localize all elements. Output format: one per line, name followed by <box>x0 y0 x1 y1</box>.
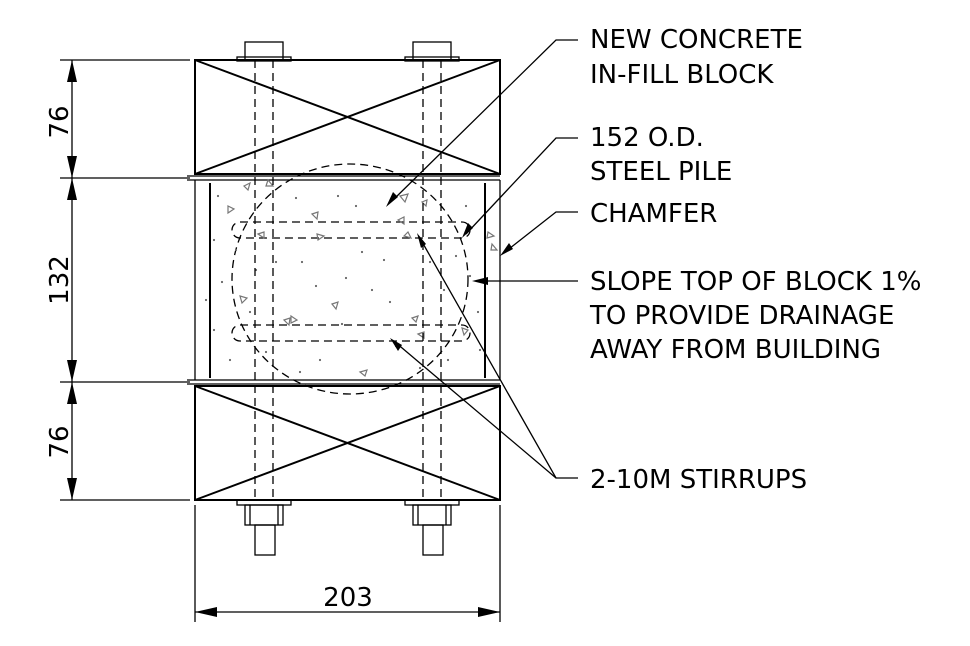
leader-concrete <box>386 39 578 207</box>
steel-pile-outline <box>231 163 469 395</box>
stirrups <box>231 221 471 342</box>
concrete-speckle <box>204 194 482 374</box>
callout-concrete-line1: NEW CONCRETE <box>590 25 803 55</box>
callout-slope-line3: AWAY FROM BUILDING <box>590 335 881 365</box>
dimension-bottom-76: 76 <box>45 425 75 458</box>
callout-pile-line1: 152 O.D. <box>590 123 704 153</box>
top-crossed-block <box>194 59 501 175</box>
dimension-middle-132: 132 <box>45 255 75 305</box>
concrete-infill-block <box>194 180 501 380</box>
dimension-width-203: 203 <box>323 583 373 613</box>
top-bolt-heads <box>236 41 460 62</box>
callout-pile-line2: STEEL PILE <box>590 157 732 187</box>
callout-slope-line1: SLOPE TOP OF BLOCK 1% <box>590 267 921 297</box>
concrete-aggregate <box>227 178 499 378</box>
left-dimension-lines <box>60 59 190 501</box>
bottom-dimension-lines <box>194 505 501 622</box>
separator-lines <box>187 175 500 385</box>
bottom-nuts <box>236 499 460 556</box>
bottom-crossed-block <box>194 385 501 501</box>
leader-chamfer <box>500 211 578 256</box>
threaded-rods <box>254 60 442 500</box>
dimension-top-76: 76 <box>45 105 75 138</box>
leader-slope <box>472 277 578 285</box>
callout-slope-line2: TO PROVIDE DRAINAGE <box>589 301 894 331</box>
leader-pile <box>462 137 578 238</box>
callout-chamfer: CHAMFER <box>590 199 717 229</box>
callout-concrete-line2: IN-FILL BLOCK <box>590 60 774 90</box>
callout-stirrups: 2-10M STIRRUPS <box>590 465 807 495</box>
leader-stirrups <box>390 233 578 479</box>
